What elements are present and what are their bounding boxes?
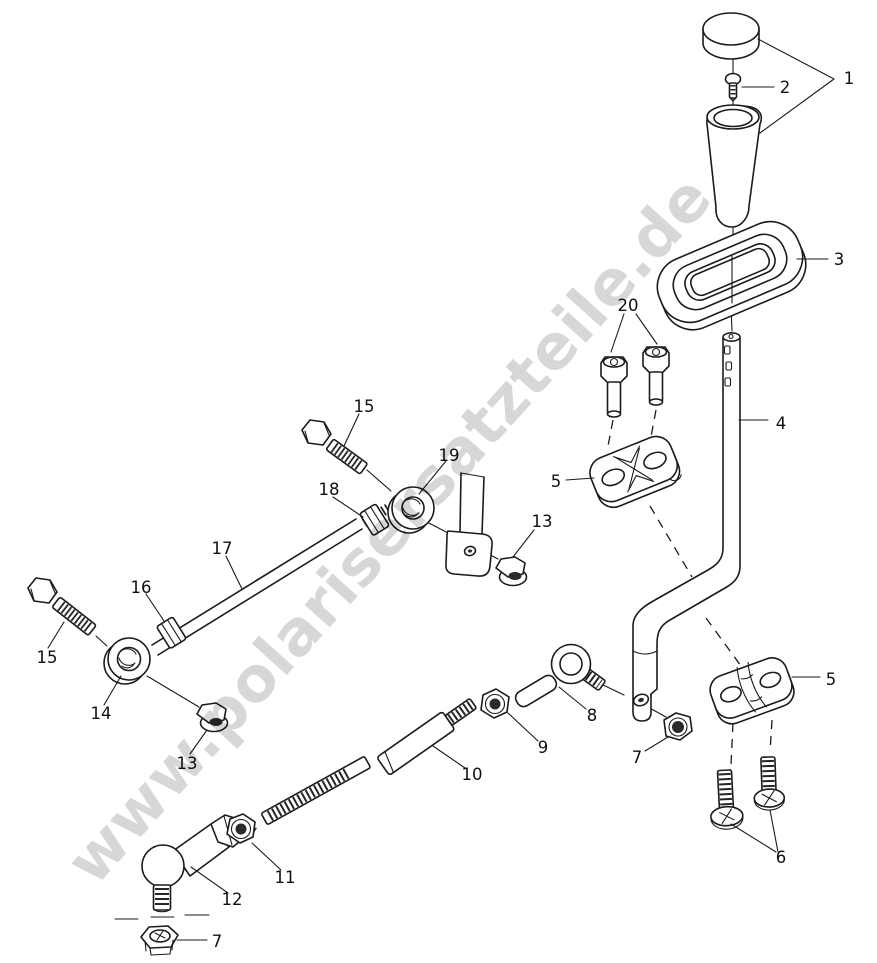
callout-2: 2: [780, 78, 791, 97]
clamp-screw-b: [753, 756, 786, 811]
callout-5-lower: 5: [826, 670, 837, 689]
callout-5-upper: 5: [551, 472, 562, 491]
clamp-screw-a: [710, 769, 744, 830]
rod-end-14: [103, 637, 151, 685]
shift-knob: [702, 12, 760, 60]
lower-clamp: [709, 657, 795, 725]
callout-16: 16: [131, 578, 152, 597]
callout-7-bottom: 7: [212, 932, 223, 951]
callout-10: 10: [462, 765, 483, 784]
shift-lever-shaft: [632, 331, 741, 722]
rod-end-19: [387, 486, 435, 534]
alignment-dashes: [114, 409, 773, 920]
callout-11: 11: [275, 868, 296, 887]
knob-screw: [724, 72, 742, 102]
jam-nut-16: [156, 616, 187, 649]
flange-nut-7-right: [663, 712, 693, 741]
rod-end-8: [514, 643, 606, 708]
lock-nut-13-left: [196, 702, 229, 733]
callout-19: 19: [439, 446, 460, 465]
callout-17: 17: [212, 539, 233, 558]
callout-4: 4: [776, 414, 787, 433]
callout-9: 9: [538, 738, 549, 757]
hex-nut-9: [480, 688, 510, 719]
bolt-15-top: [301, 419, 368, 475]
callout-15-top: 15: [354, 397, 375, 416]
callout-18: 18: [319, 480, 340, 499]
bolt-20-a: [600, 356, 628, 418]
jam-nut-18: [359, 503, 390, 536]
callout-13-left: 13: [177, 754, 198, 773]
callout-3: 3: [834, 250, 845, 269]
callout-13-right: 13: [532, 512, 553, 531]
hex-nut-11: [226, 813, 256, 844]
flange-nut-7-bottom: [140, 925, 179, 956]
lever-strap: [445, 472, 493, 577]
ball-joint-12: [141, 814, 259, 913]
callout-7-right: 7: [632, 748, 643, 767]
shifter-handle-grip: [706, 104, 763, 228]
bolt-15-left: [27, 577, 97, 636]
callout-20: 20: [618, 296, 639, 315]
lock-nut-13-right: [495, 556, 528, 587]
callout-6: 6: [776, 848, 787, 867]
callout-12: 12: [222, 890, 243, 909]
callout-8: 8: [587, 706, 598, 725]
adjuster-sleeve-10: [377, 698, 477, 776]
leader-lines: [47, 38, 835, 941]
bolt-20-b: [642, 346, 670, 406]
threaded-rod-11: [261, 756, 371, 825]
boot-plate: [656, 220, 807, 331]
upper-clamp: [589, 435, 682, 509]
callout-1: 1: [844, 69, 855, 88]
callout-15-left: 15: [37, 648, 58, 667]
callout-14: 14: [91, 704, 112, 723]
